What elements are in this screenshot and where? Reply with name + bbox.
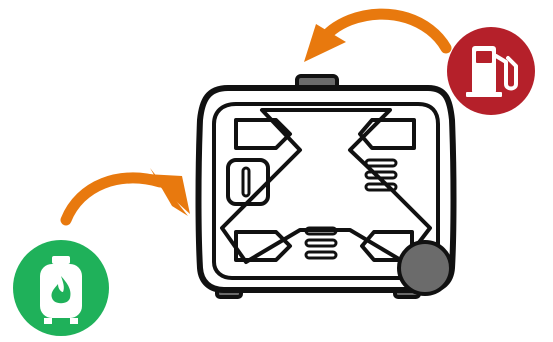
- gasoline-arrow: [304, 14, 446, 62]
- generator-wheel: [399, 242, 451, 294]
- propane-tank-icon: [13, 240, 109, 336]
- fuel-pump-icon: [447, 27, 535, 115]
- propane-arrow: [66, 168, 190, 220]
- generator: [199, 76, 454, 297]
